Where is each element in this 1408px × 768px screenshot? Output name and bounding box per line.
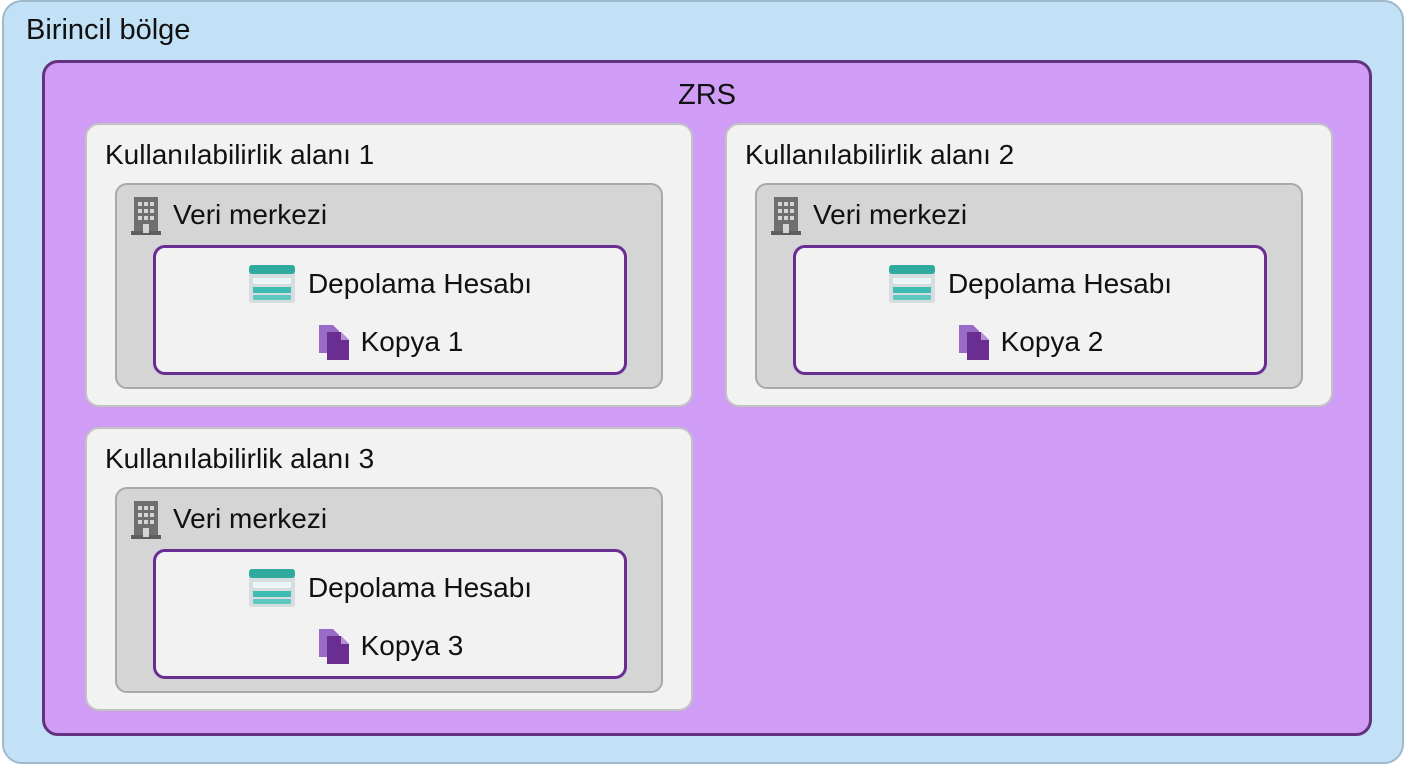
- datacenter-title: Veri merkezi: [813, 199, 968, 230]
- copy-label: Kopya 1: [360, 326, 464, 357]
- datacenter: Veri merkezi Depolama Hesabı: [115, 183, 663, 389]
- storage-account-icon: [248, 569, 295, 607]
- copy-documents-icon: [318, 629, 349, 664]
- storage-account-icon: [248, 265, 295, 303]
- copy-documents-icon: [958, 325, 989, 360]
- storage-account-icon: [888, 265, 935, 303]
- storage-account-label: Depolama Hesabı: [307, 572, 533, 603]
- copy-label: Kopya 2: [1000, 326, 1104, 357]
- availability-zone-3: Kullanılabilirlik alanı 3 Veri merkezi: [85, 427, 693, 711]
- storage-account-label: Depolama Hesabı: [307, 268, 533, 299]
- availability-zone-1: Kullanılabilirlik alanı 1 Veri merkezi: [85, 123, 693, 407]
- zone-title: Kullanılabilirlik alanı 3: [105, 443, 375, 474]
- zone-title: Kullanılabilirlik alanı 1: [105, 139, 375, 170]
- datacenter-title: Veri merkezi: [173, 503, 328, 534]
- building-icon: [131, 501, 161, 539]
- storage-account: Depolama Hesabı Kopya 2: [793, 245, 1267, 375]
- building-icon: [131, 197, 161, 235]
- datacenter: Veri merkezi Depolama Hesabı: [755, 183, 1303, 389]
- building-icon: [771, 197, 801, 235]
- datacenter: Veri merkezi Depolama Hesabı: [115, 487, 663, 693]
- zrs-container: ZRS Kullanılabilirlik alanı 1 Veri merke…: [42, 60, 1372, 736]
- availability-zone-2: Kullanılabilirlik alanı 2 Veri merkezi: [725, 123, 1333, 407]
- zone-title: Kullanılabilirlik alanı 2: [745, 139, 1015, 170]
- storage-account: Depolama Hesabı Kopya 1: [153, 245, 627, 375]
- storage-account: Depolama Hesabı Kopya 3: [153, 549, 627, 679]
- storage-account-label: Depolama Hesabı: [947, 268, 1173, 299]
- zrs-title: ZRS: [678, 79, 736, 111]
- copy-documents-icon: [318, 325, 349, 360]
- copy-label: Kopya 3: [360, 630, 464, 661]
- datacenter-title: Veri merkezi: [173, 199, 328, 230]
- region-title: Birincil bölge: [26, 14, 191, 46]
